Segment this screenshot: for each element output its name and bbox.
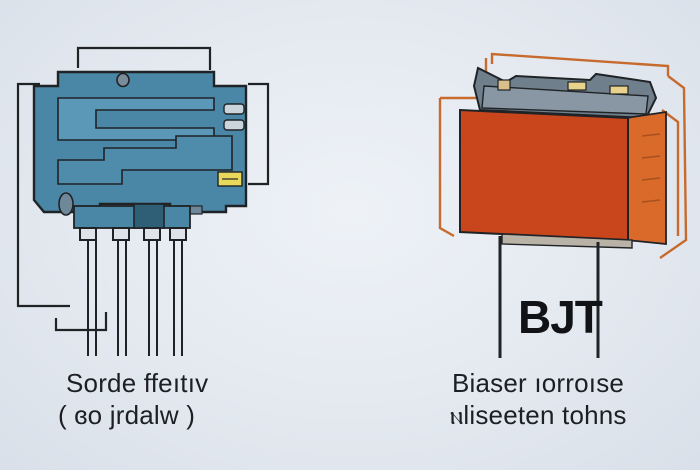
module-chip-icon [16,46,270,356]
right-caption-subtitle: ⲛliseeten tohns [450,400,627,430]
module-body [32,70,248,216]
left-caption-title: Sorde ffeıtıv [66,368,209,398]
box-front-face [459,108,629,242]
box-top-cap [472,66,658,120]
left-caption-subtitle: ( ɞo jrdalw ) [58,400,196,430]
pin-header [73,203,191,229]
bjt-label: BJT [518,291,603,343]
component-leads [498,236,600,358]
side-vents [641,133,661,203]
component-pins [79,227,187,356]
wire-traces [16,46,270,332]
relay-box-icon [438,52,688,358]
right-caption-title: Biaser ıorroıse [452,368,625,398]
